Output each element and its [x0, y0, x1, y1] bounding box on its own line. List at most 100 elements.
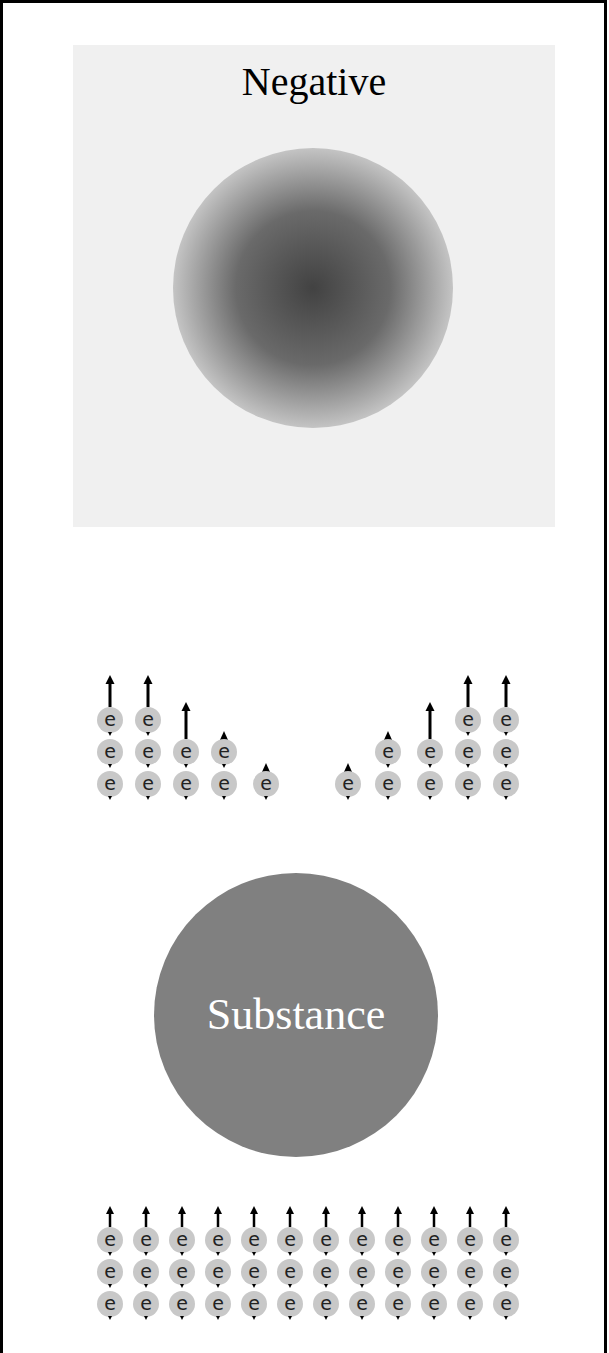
electron-tick	[324, 1284, 328, 1288]
electron-symbol: e	[104, 1262, 116, 1281]
force-arrowhead	[106, 1206, 114, 1214]
electron-disc	[313, 1227, 339, 1253]
electron-tick	[264, 796, 268, 800]
electron-symbol: e	[356, 1294, 368, 1313]
electron-tick	[184, 796, 188, 800]
electron-tick	[216, 1316, 220, 1320]
force-arrowhead	[214, 1206, 222, 1214]
electron-disc	[169, 1259, 195, 1285]
substance-circle: Substance	[154, 873, 438, 1157]
electron-tick	[288, 1316, 292, 1320]
electron-tick	[144, 1252, 148, 1256]
force-arrowhead	[394, 1206, 402, 1214]
electron-symbol: e	[140, 1294, 152, 1313]
electron-disc	[277, 1291, 303, 1317]
electron-disc	[133, 1291, 159, 1317]
electron-disc	[417, 739, 443, 765]
electron-symbol: e	[464, 1294, 476, 1313]
electron-disc	[205, 1291, 231, 1317]
electron-disc	[97, 1291, 123, 1317]
force-arrow	[253, 1213, 256, 1227]
force-arrow	[181, 1213, 184, 1227]
electron-symbol: e	[142, 742, 154, 761]
force-arrowhead	[384, 731, 392, 740]
force-arrow	[433, 1213, 436, 1227]
electron-disc	[455, 739, 481, 765]
electron-disc	[385, 1259, 411, 1285]
force-arrowhead	[178, 1206, 186, 1214]
electron-disc	[493, 707, 519, 733]
electron-tick	[144, 1316, 148, 1320]
electron-tick	[504, 1316, 508, 1320]
electron-disc	[133, 1227, 159, 1253]
electron-symbol: e	[424, 774, 436, 793]
charge-panel-box: Negative	[73, 45, 555, 527]
electron-disc	[211, 771, 237, 797]
electron-symbol: e	[260, 774, 272, 793]
electron-tick	[396, 1316, 400, 1320]
electron-tick	[216, 1252, 220, 1256]
electron-disc	[241, 1259, 267, 1285]
electron-disc	[385, 1227, 411, 1253]
electron-tick	[288, 1252, 292, 1256]
electron-tick	[360, 1316, 364, 1320]
electron-tick	[386, 796, 390, 800]
force-arrow	[109, 683, 112, 707]
electron-symbol: e	[428, 1230, 440, 1249]
force-arrow	[397, 1213, 400, 1227]
force-arrow	[325, 1213, 328, 1227]
electron-symbol: e	[382, 742, 394, 761]
electron-symbol: e	[500, 1230, 512, 1249]
electron-symbol: e	[248, 1294, 260, 1313]
electron-symbol: e	[424, 742, 436, 761]
electron-disc	[455, 771, 481, 797]
electron-disc	[375, 739, 401, 765]
electron-disc	[421, 1259, 447, 1285]
force-arrowhead	[262, 763, 270, 772]
electron-tick	[504, 1252, 508, 1256]
electron-tick	[180, 1284, 184, 1288]
electron-symbol: e	[140, 1230, 152, 1249]
electron-tick	[360, 1284, 364, 1288]
electron-tick	[346, 796, 350, 800]
electron-symbol: e	[248, 1262, 260, 1281]
electron-disc	[349, 1227, 375, 1253]
electron-symbol: e	[342, 774, 354, 793]
charge-heading: Negative	[242, 59, 386, 105]
electron-tick	[324, 1316, 328, 1320]
force-arrow	[467, 683, 470, 707]
electron-tick	[146, 796, 150, 800]
electron-disc	[97, 771, 123, 797]
electron-symbol: e	[284, 1262, 296, 1281]
electron-symbol: e	[104, 742, 116, 761]
electron-symbol: e	[212, 1230, 224, 1249]
electron-tick	[108, 1284, 112, 1288]
electron-tick	[466, 732, 470, 736]
electron-disc	[493, 1227, 519, 1253]
electron-tick	[108, 796, 112, 800]
electron-tick	[146, 764, 150, 768]
electron-tick	[468, 1284, 472, 1288]
electron-symbol: e	[500, 710, 512, 729]
electron-symbol: e	[176, 1262, 188, 1281]
force-arrowhead	[144, 675, 153, 684]
electron-tick	[324, 1252, 328, 1256]
force-arrow	[147, 683, 150, 707]
electron-symbol: e	[180, 742, 192, 761]
electron-disc	[493, 1259, 519, 1285]
electron-symbol: e	[428, 1262, 440, 1281]
electron-symbol: e	[356, 1230, 368, 1249]
electron-disc	[241, 1291, 267, 1317]
electron-symbol: e	[104, 1294, 116, 1313]
electron-tick	[216, 1284, 220, 1288]
electron-symbol: e	[462, 742, 474, 761]
electron-tick	[466, 764, 470, 768]
force-arrow	[429, 710, 432, 739]
charge-panel	[73, 45, 555, 527]
electron-disc	[455, 707, 481, 733]
electron-tick	[466, 796, 470, 800]
electron-disc	[241, 1227, 267, 1253]
electron-symbol: e	[212, 1294, 224, 1313]
electron-tick	[432, 1252, 436, 1256]
force-arrowhead	[430, 1206, 438, 1214]
